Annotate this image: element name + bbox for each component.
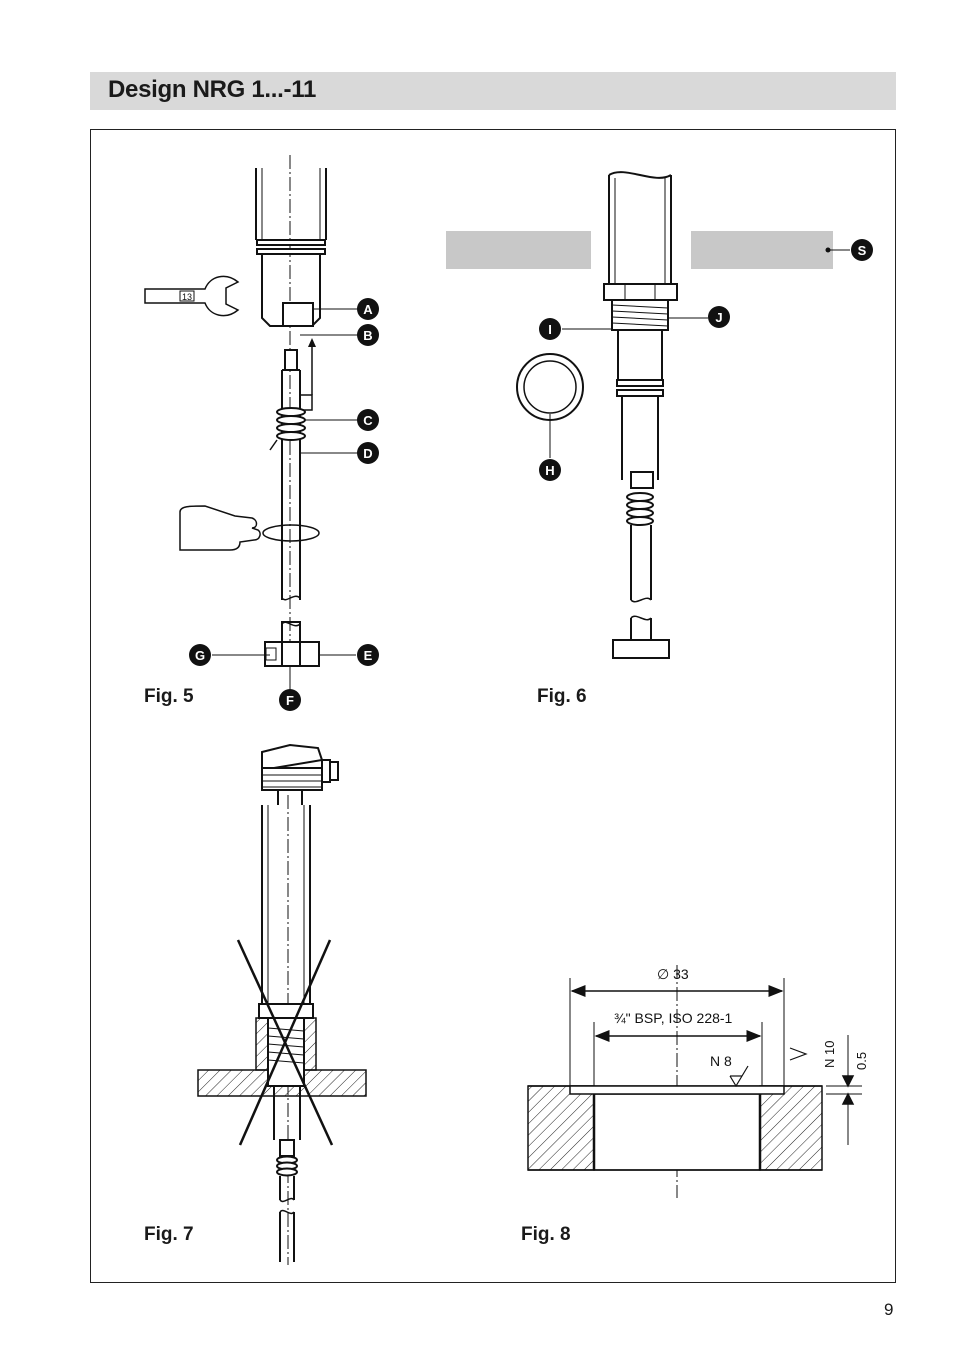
callout-b: B <box>363 328 372 343</box>
section-title: Design NRG 1...-11 <box>108 76 316 103</box>
fig8-labels: ∅ 33 ¾" BSP, ISO 228-1 N 8 N 10 0.5 <box>614 966 869 1070</box>
fig7-caption: Fig. 7 <box>144 1224 194 1245</box>
fig5-callouts: A B C D E F G 13 <box>182 292 379 711</box>
callout-i: I <box>548 322 552 337</box>
callout-s: S <box>858 243 867 258</box>
callout-a: A <box>363 302 373 317</box>
callout-f: F <box>286 693 294 708</box>
fig8-drawing <box>527 965 862 1198</box>
callout-h: H <box>545 463 554 478</box>
fig8-caption: Fig. 8 <box>521 1224 571 1245</box>
surface-n10: N 10 <box>822 1041 837 1068</box>
fig6-caption: Fig. 6 <box>537 686 587 707</box>
figure-frame <box>90 129 896 1283</box>
page-number: 9 <box>884 1300 894 1319</box>
fig6-drawing <box>446 171 850 659</box>
callout-g: G <box>195 648 205 663</box>
dim-diameter: ∅ 33 <box>657 966 689 982</box>
dim-thread: ¾" BSP, ISO 228-1 <box>614 1010 733 1026</box>
section-header: Design NRG 1...-11 <box>90 72 896 110</box>
callout-e: E <box>364 648 373 663</box>
dim-depth: 0.5 <box>854 1052 869 1070</box>
fig5-caption: Fig. 5 <box>144 686 194 707</box>
fig6-callouts: S I J H <box>539 239 873 481</box>
callout-j: J <box>715 310 722 325</box>
surface-n8: N 8 <box>710 1053 732 1069</box>
fig7-drawing <box>197 743 367 1265</box>
callout-d: D <box>363 446 372 461</box>
callout-c: C <box>363 413 373 428</box>
wrench-size-label: 13 <box>182 292 192 302</box>
fig5-drawing <box>144 155 358 705</box>
